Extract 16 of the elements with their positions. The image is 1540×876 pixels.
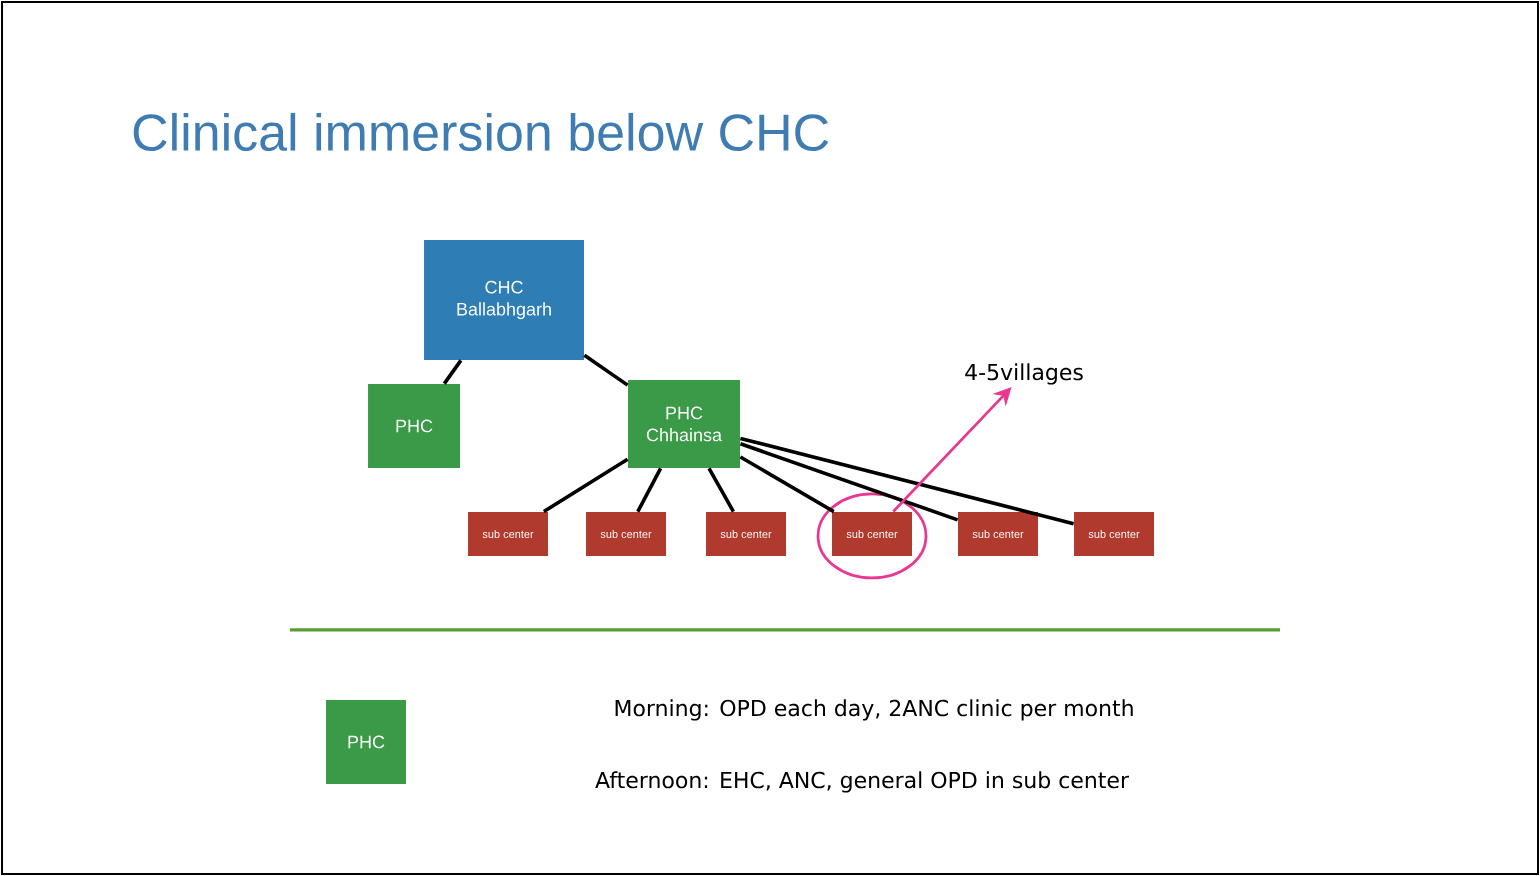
connector-line [739, 442, 959, 522]
connector-line [442, 359, 463, 385]
slide-title: Clinical immersion below CHC [133, 112, 829, 152]
connector-line [739, 436, 1075, 526]
note-text: Afternoon: EHC, ANC, general OPD in sub center [595, 771, 1129, 793]
org-box: PHC [326, 699, 406, 784]
org-box: PHC Chhainsa [628, 380, 740, 468]
annotation-text: 4-5villages [965, 363, 1083, 385]
connector-line [739, 455, 835, 514]
org-box: CHC Ballabhgarh [424, 240, 584, 360]
connector-line [542, 457, 629, 514]
org-box: PHC [368, 384, 460, 468]
note-text: Morning: OPD each day, 2ANC clinic per month [615, 699, 1133, 721]
connector-line [707, 467, 735, 513]
connector-line [636, 467, 663, 513]
connector-line [583, 353, 629, 387]
